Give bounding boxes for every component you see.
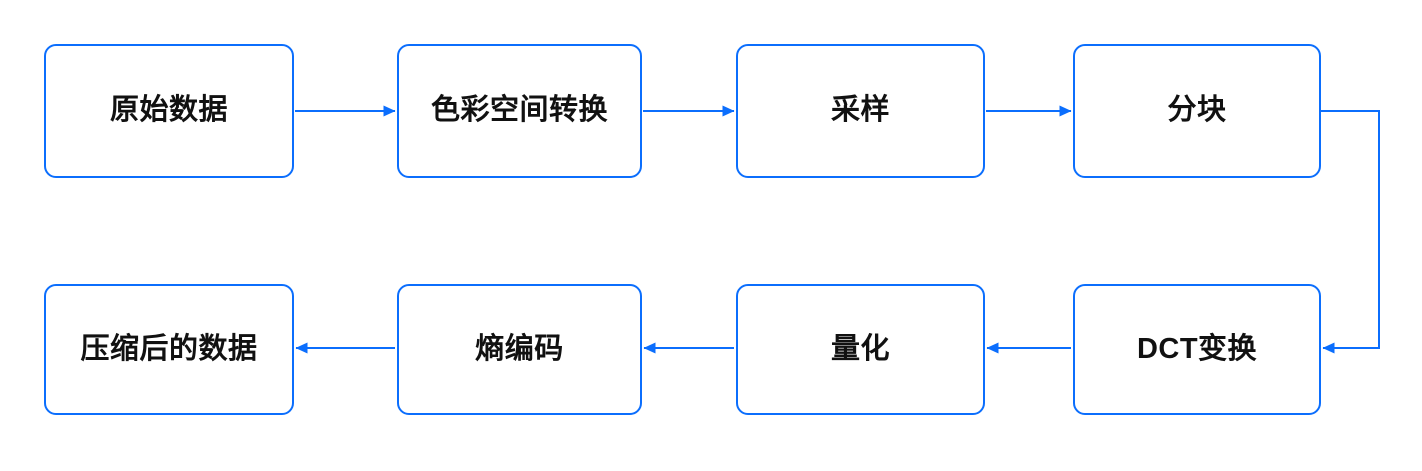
node-blocking[interactable]: 分块: [1073, 44, 1321, 178]
node-color-space-conversion[interactable]: 色彩空间转换: [397, 44, 642, 178]
node-label-quantization: 量化: [830, 332, 890, 365]
node-label-color-space-conversion: 色彩空间转换: [430, 94, 608, 127]
node-label-raw-data: 原始数据: [109, 94, 228, 127]
node-raw-data[interactable]: 原始数据: [44, 44, 294, 178]
node-sampling[interactable]: 采样: [736, 44, 985, 178]
node-label-dct-transform: DCT变换: [1136, 332, 1258, 365]
node-label-blocking: 分块: [1167, 94, 1227, 127]
node-entropy-coding[interactable]: 熵编码: [397, 284, 642, 415]
node-dct-transform[interactable]: DCT变换: [1073, 284, 1321, 415]
node-quantization[interactable]: 量化: [736, 284, 985, 415]
node-label-sampling: 采样: [830, 94, 890, 127]
node-compressed-data[interactable]: 压缩后的数据: [44, 284, 294, 415]
node-label-compressed-data: 压缩后的数据: [80, 332, 258, 365]
edge-blocking-to-dct: [1321, 110, 1380, 354]
node-label-entropy-coding: 熵编码: [475, 332, 564, 365]
